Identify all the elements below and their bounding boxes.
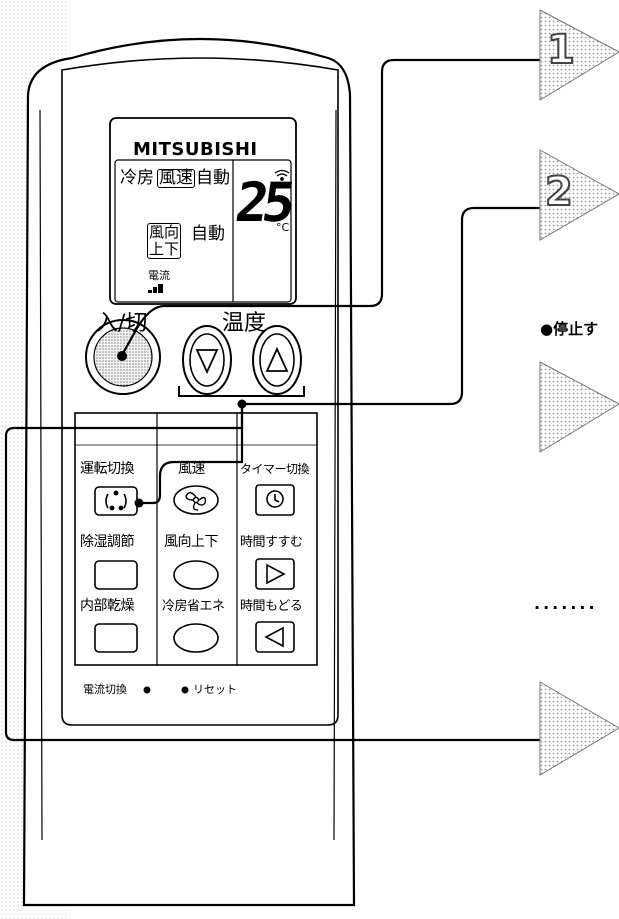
dotted-leader: ······· [534, 598, 598, 617]
triangle-up-icon [265, 346, 289, 372]
lcd-vane-value: 自動 [191, 224, 225, 244]
reset-pinhole[interactable] [181, 686, 189, 694]
step-number-1: 1 [546, 27, 576, 73]
lcd-mode: 冷房 [120, 168, 154, 188]
lcd-unit: °C [276, 221, 290, 234]
fan-speed-button[interactable] [173, 485, 219, 515]
callout-dot-3 [237, 399, 247, 409]
vane-updown-button[interactable] [173, 560, 219, 590]
triangle-right-icon [266, 563, 286, 585]
fan-icon [185, 492, 207, 511]
time-back-label: 時間もどる [240, 599, 303, 614]
lcd-vane-label: 風向 上下 [147, 223, 182, 259]
callout-dot-1 [117, 351, 127, 361]
remote-front-panel [61, 57, 339, 726]
bullet-dot: ● [540, 320, 554, 338]
timer-select-label: タイマー切換 [240, 462, 310, 476]
callout-lines [4, 58, 545, 742]
remote-side-edge [39, 109, 337, 841]
internal-dry-button[interactable] [94, 623, 138, 653]
triangle-down-icon [195, 349, 219, 375]
stop-note-text: 停止す [553, 320, 599, 338]
step-number-2: 2 [544, 169, 574, 215]
signal-icon [274, 169, 290, 181]
current-bars-icon [148, 284, 163, 293]
step-arrow-icon [539, 681, 619, 776]
vane-updown-label: 風向上下 [164, 534, 219, 550]
mode-cycle-icon [105, 490, 127, 511]
callout-line-1 [121, 58, 545, 356]
callout-line-2 [139, 206, 540, 505]
dehumidify-adjust-label: 除湿調節 [80, 534, 135, 550]
lcd-fan-label: 風速 [157, 168, 195, 188]
mode-select-label: 運転切換 [80, 461, 135, 477]
step-arrow-icon [539, 9, 619, 101]
step-arrow-icon [539, 361, 619, 453]
time-forward-label: 時間すすむ [240, 535, 303, 550]
callout-line-3 [4, 404, 545, 742]
lcd-vane-label-line1: 風向 [149, 223, 180, 241]
callout-dot-2 [134, 498, 144, 508]
lcd-vane-label-line2: 上下 [149, 239, 180, 258]
clock-icon [266, 490, 284, 508]
current-switch-pinhole[interactable] [143, 686, 151, 694]
lcd-fan-value: 自動 [196, 168, 230, 188]
cool-eco-label: 冷房省エネ [162, 599, 225, 614]
stop-note: ●停止す [540, 322, 598, 337]
triangle-left-icon [264, 626, 284, 648]
current-switch-label: 電流切換 [83, 683, 127, 696]
lcd-screen [114, 159, 292, 303]
brand-logo: MITSUBISHI [133, 139, 258, 160]
power-label: 入/切 [96, 311, 148, 336]
cool-eco-button[interactable] [173, 623, 219, 653]
step-arrow-icon [539, 149, 619, 241]
lcd-current-label: 電流 [148, 269, 170, 282]
temp-bracket [178, 386, 305, 397]
temp-label: 温度 [222, 311, 267, 336]
dehumidify-adjust-button[interactable] [94, 560, 138, 590]
reset-label: リセット [193, 683, 237, 696]
internal-dry-label: 内部乾燥 [80, 598, 135, 614]
fan-speed-label: 風速 [178, 461, 206, 477]
